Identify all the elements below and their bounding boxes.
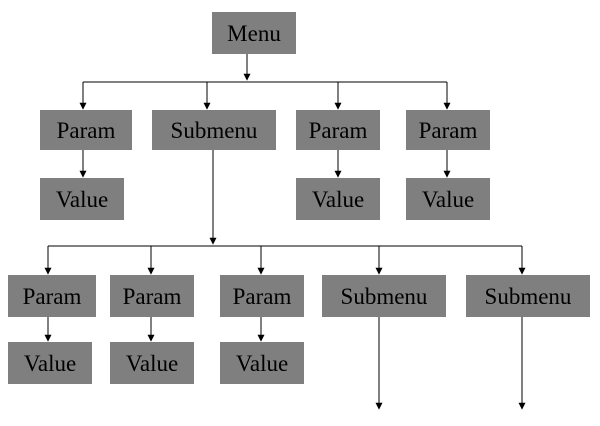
- level2-param-node-3: Param: [220, 275, 304, 317]
- level1-value-node-1: Value: [40, 178, 124, 220]
- level2-submenu-node-1: Submenu: [322, 275, 446, 317]
- level2-submenu-node-2: Submenu: [466, 275, 590, 317]
- menu-node: Menu: [212, 12, 296, 54]
- level1-param-node-2: Param: [296, 110, 380, 150]
- level2-param-node-2: Param: [110, 275, 194, 317]
- level2-value-node-2: Value: [110, 342, 194, 384]
- level1-param-node-3: Param: [406, 110, 490, 150]
- level2-value-node-1: Value: [8, 342, 92, 384]
- level1-value-node-2: Value: [296, 178, 380, 220]
- level2-value-node-3: Value: [220, 342, 304, 384]
- level1-submenu-node: Submenu: [152, 110, 276, 150]
- level1-param-node-1: Param: [40, 110, 132, 150]
- level1-value-node-3: Value: [406, 178, 490, 220]
- level2-param-node-1: Param: [8, 275, 96, 317]
